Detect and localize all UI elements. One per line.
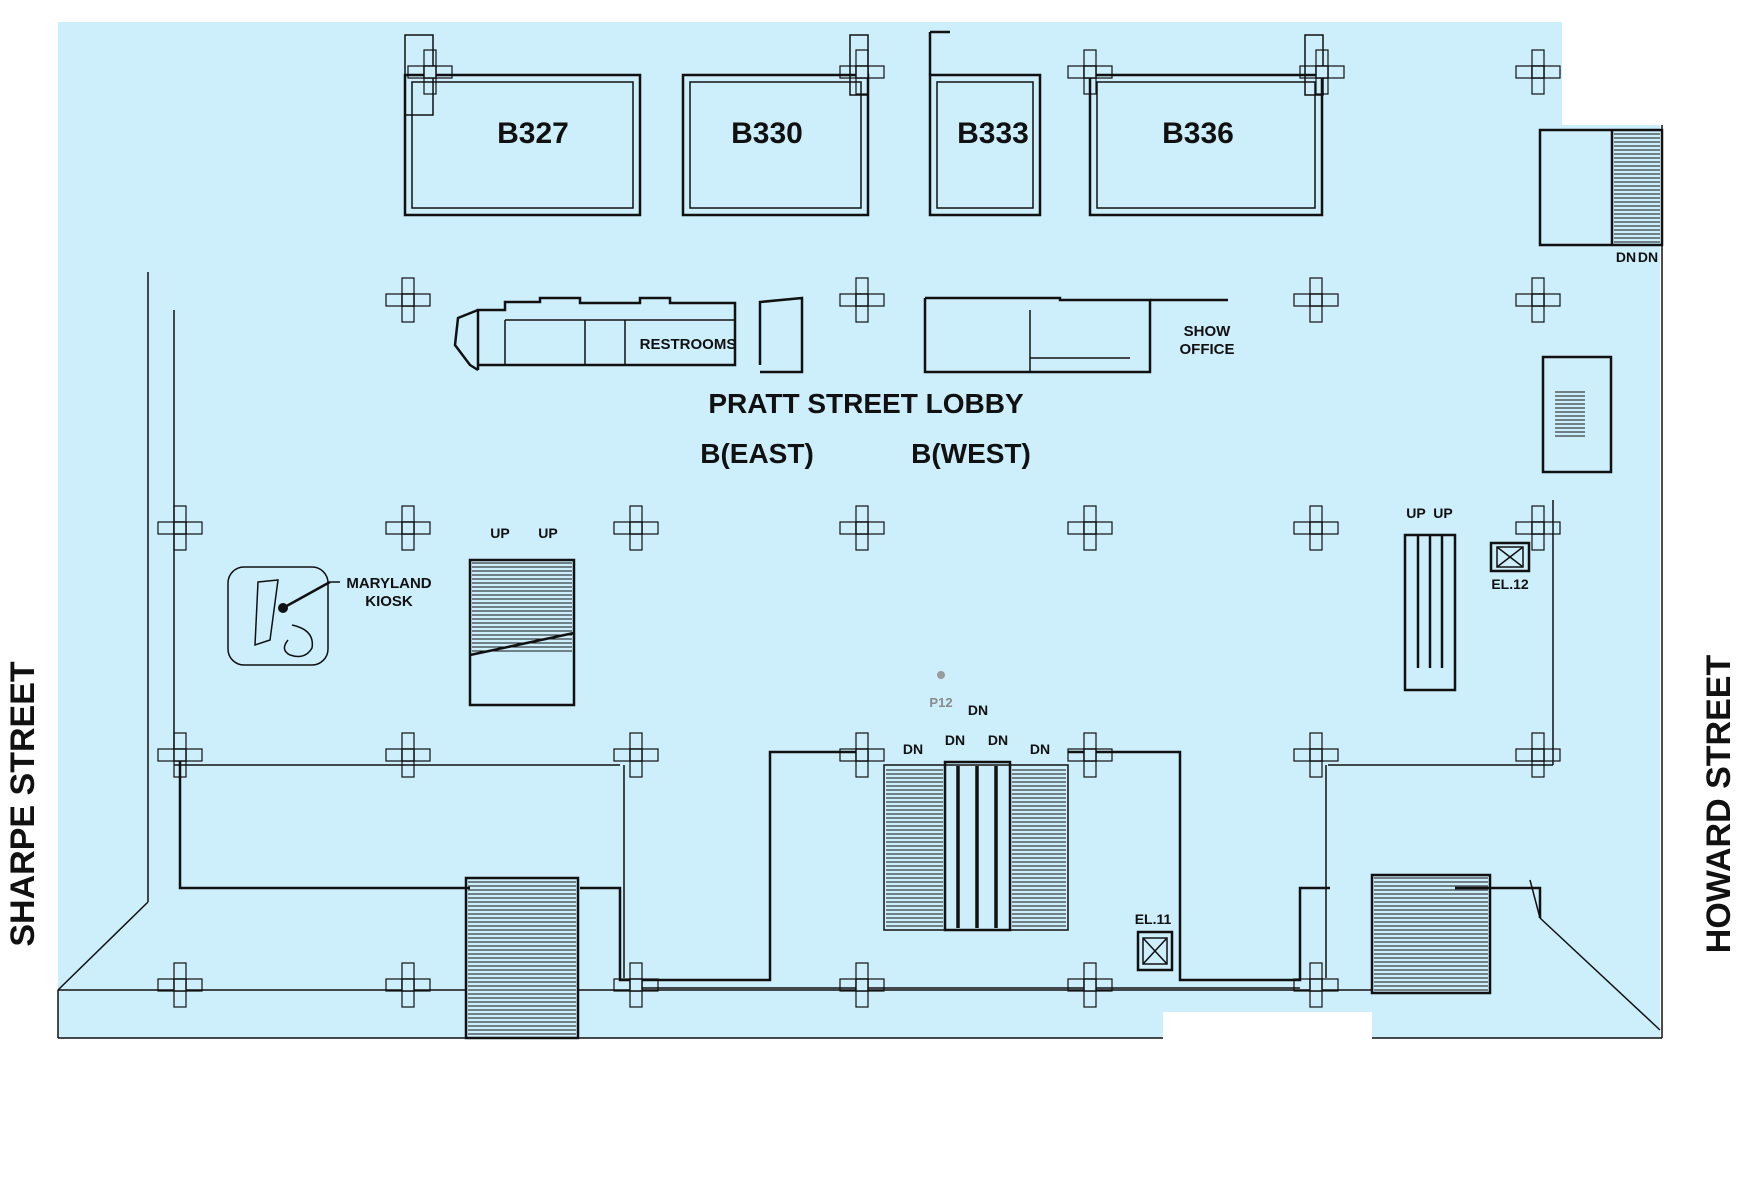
column-marker xyxy=(1293,277,1339,323)
stair-right-upper[interactable]: DN DN xyxy=(1538,128,1664,265)
marker-label: P12 xyxy=(929,695,952,710)
escalator-dn-label-3: DN xyxy=(968,702,988,718)
room-label-b330: B330 xyxy=(731,117,803,150)
elevator-el11-label: EL.11 xyxy=(1135,911,1172,927)
escalator-up-label-2: UP xyxy=(1433,505,1452,521)
column-marker xyxy=(1515,49,1561,95)
column-marker xyxy=(1293,505,1339,551)
escalator-dn-label-1: DN xyxy=(903,741,923,757)
elevator-el11[interactable]: EL.11 xyxy=(1135,911,1174,972)
inner-wall-left xyxy=(173,310,1554,989)
column-marker xyxy=(1515,505,1561,551)
column-marker xyxy=(1067,49,1113,95)
stair-up-label-1: UP xyxy=(490,525,509,541)
column-marker xyxy=(839,49,885,95)
stair-bottom-left[interactable] xyxy=(464,876,580,1040)
column-marker xyxy=(1299,49,1345,95)
elevator-el12[interactable]: EL.12 xyxy=(1489,541,1531,592)
column-marker xyxy=(385,962,431,1008)
column-marker xyxy=(613,962,659,1008)
lobby-east-section: B(EAST) xyxy=(700,438,814,469)
restrooms[interactable]: RESTROOMS xyxy=(453,296,804,374)
room-b330[interactable]: B330 xyxy=(681,34,870,217)
escalator-dn-label-4: DN xyxy=(988,732,1008,748)
column-marker xyxy=(407,49,453,95)
escalator-dn-label-5: DN xyxy=(1030,741,1050,757)
column-marker xyxy=(613,505,659,551)
show-office-label-line2: OFFICE xyxy=(1180,341,1235,358)
column-marker xyxy=(839,505,885,551)
room-b333[interactable]: B333 xyxy=(928,30,1042,217)
elevator-el12-label: EL.12 xyxy=(1491,576,1529,592)
show-office-label-line1: SHOW xyxy=(1184,323,1232,340)
map-marker-p12[interactable]: P12 xyxy=(929,671,953,710)
column-marker xyxy=(157,962,203,1008)
column-marker xyxy=(385,277,431,323)
stair-up-label-2: UP xyxy=(538,525,557,541)
escalator-up-label-1: UP xyxy=(1406,505,1425,521)
stair-up-left[interactable]: UP UP xyxy=(468,525,576,707)
lobby-name: PRATT STREET LOBBY xyxy=(708,388,1024,419)
column-marker xyxy=(1293,732,1339,778)
column-marker xyxy=(1293,962,1339,1008)
room-label-b327: B327 xyxy=(497,117,569,150)
escalator-up-right[interactable]: UP UP xyxy=(1403,505,1457,692)
column-marker xyxy=(1515,277,1561,323)
stair-right-middle[interactable] xyxy=(1541,355,1613,474)
column-marker xyxy=(839,962,885,1008)
street-label-east: HOWARD STREET xyxy=(1700,655,1738,954)
show-office[interactable]: SHOW OFFICE xyxy=(923,296,1235,374)
escalator-down-center[interactable]: DN DN DN DN DN xyxy=(883,702,1069,932)
column-marker xyxy=(1067,732,1113,778)
kiosk-label-line2: KIOSK xyxy=(365,593,413,610)
column-marker xyxy=(385,505,431,551)
column-marker xyxy=(1067,962,1113,1008)
maryland-kiosk[interactable]: MARYLAND KIOSK xyxy=(227,566,432,666)
column-marker xyxy=(839,732,885,778)
kiosk-label-line1: MARYLAND xyxy=(346,575,431,592)
stair-dn-label-1: DN xyxy=(1616,249,1636,265)
column-marker xyxy=(385,732,431,778)
room-label-b336: B336 xyxy=(1162,117,1234,150)
room-b336[interactable]: B336 xyxy=(1088,34,1324,217)
column-marker xyxy=(1515,732,1561,778)
lobby-west-section: B(WEST) xyxy=(911,438,1031,469)
stair-dn-label-2: DN xyxy=(1638,249,1658,265)
column-marker xyxy=(157,505,203,551)
structural-columns xyxy=(157,49,1561,1008)
room-label-b333: B333 xyxy=(957,117,1029,150)
escalator-dn-label-2: DN xyxy=(945,732,965,748)
room-b327[interactable]: B327 xyxy=(403,34,642,217)
stair-bottom-right[interactable] xyxy=(1370,873,1492,995)
column-marker xyxy=(1067,505,1113,551)
column-marker xyxy=(839,277,885,323)
column-marker xyxy=(613,732,659,778)
column-marker xyxy=(157,732,203,778)
restrooms-label: RESTROOMS xyxy=(640,336,737,353)
building-outline xyxy=(57,125,1663,1039)
street-label-west: SHARPE STREET xyxy=(4,661,42,946)
